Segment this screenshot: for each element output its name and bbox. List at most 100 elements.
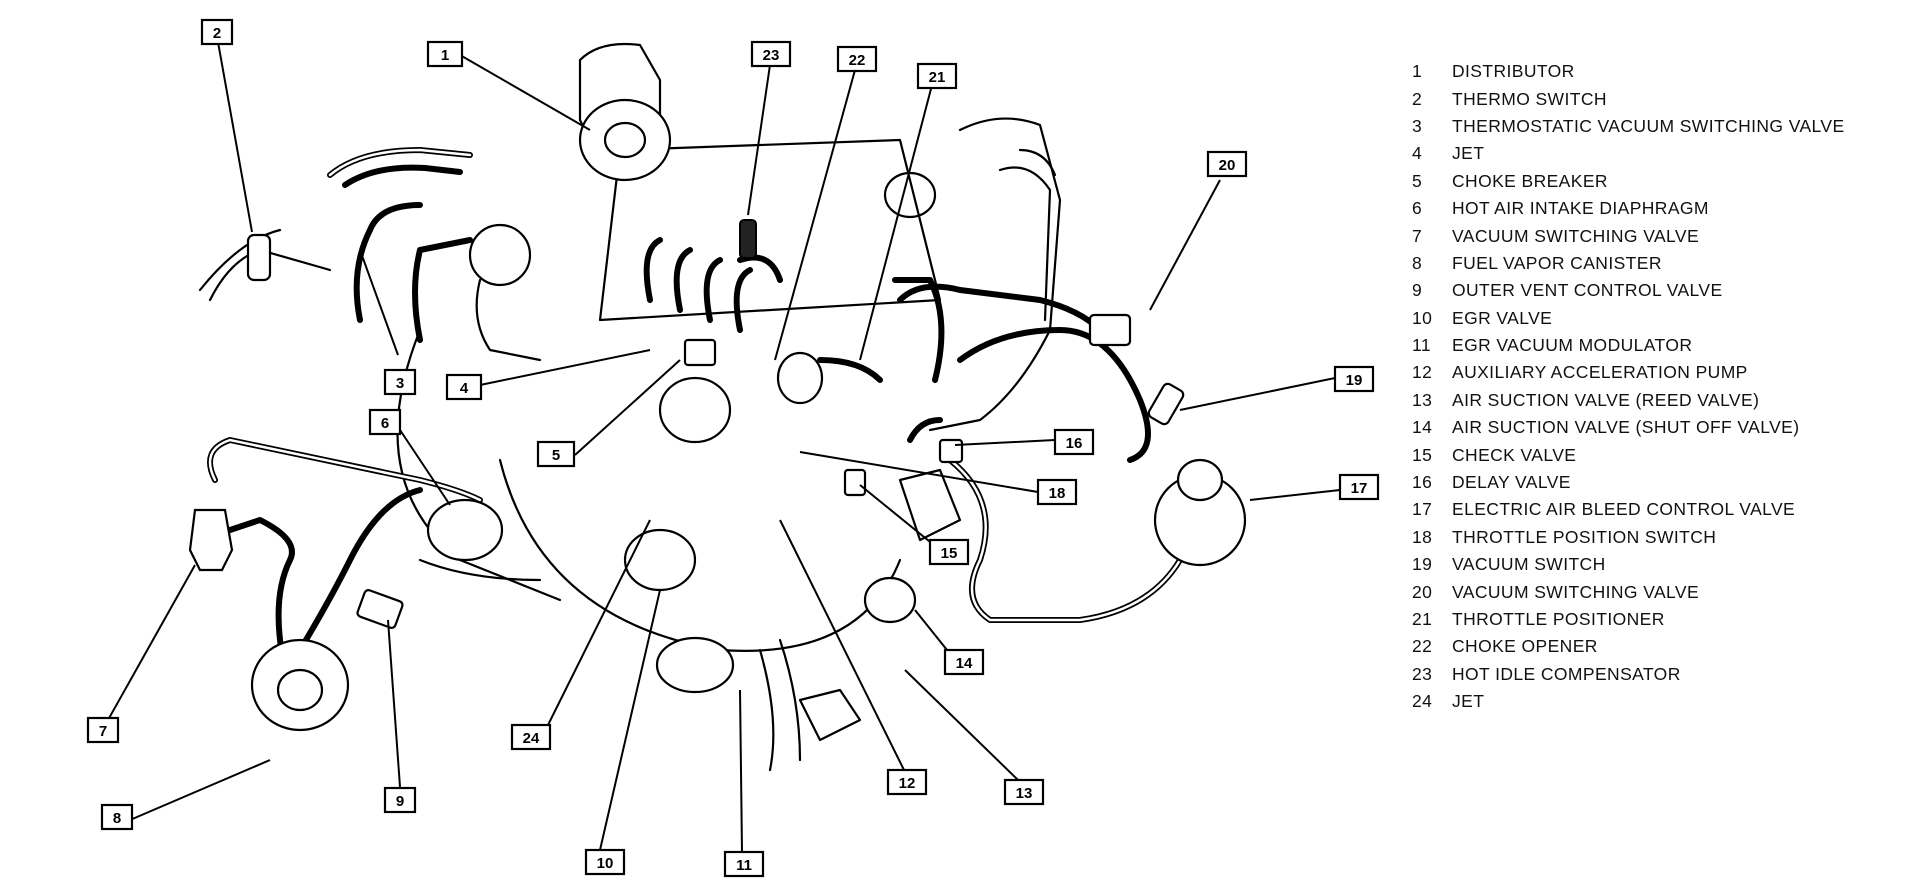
legend-number: 19 — [1412, 554, 1433, 575]
callout-20-label: 20 — [1219, 157, 1236, 174]
legend-label: JET — [1452, 143, 1485, 164]
egr-vacuum-modulator-shape — [655, 636, 735, 694]
callout-23: 23 — [750, 40, 792, 68]
callout-23-label: 23 — [763, 47, 780, 64]
legend-label: DELAY VALVE — [1452, 472, 1571, 493]
callout-24-label: 24 — [523, 730, 540, 747]
canister-inner-shape — [276, 668, 324, 712]
outer-vent-control-valve-shape — [356, 589, 404, 629]
legend-number: 6 — [1412, 198, 1423, 219]
legend-number: 5 — [1412, 170, 1423, 191]
callout-5-label: 5 — [552, 447, 560, 464]
callout-12-label: 12 — [899, 775, 916, 792]
legend-label: THROTTLE POSITION SWITCH — [1452, 526, 1717, 547]
legend-item: 14 AIR SUCTION VALVE (SHUT OFF VALVE) — [1412, 414, 1922, 441]
legend-label: CHOKE BREAKER — [1452, 170, 1608, 191]
legend-number: 16 — [1412, 472, 1433, 493]
legend-number: 22 — [1412, 636, 1433, 657]
callout-8: 8 — [100, 803, 134, 831]
callout-22: 22 — [836, 45, 878, 73]
legend-label: OUTER VENT CONTROL VALVE — [1452, 280, 1723, 301]
legend-label: AIR SUCTION VALVE (SHUT OFF VALVE) — [1452, 417, 1800, 438]
callout-1: 1 — [426, 40, 464, 68]
callout-5: 5 — [536, 440, 576, 468]
vacuum-switching-valve-20-shape — [1088, 313, 1132, 347]
egr-valve-shape — [623, 528, 697, 592]
callout-21: 21 — [916, 62, 958, 90]
legend-label: AUXILIARY ACCELERATION PUMP — [1452, 362, 1748, 383]
callout-3-label: 3 — [396, 375, 404, 392]
callout-11-label: 11 — [736, 857, 752, 874]
legend-number: 17 — [1412, 499, 1433, 520]
legend-label: DISTRIBUTOR — [1452, 61, 1575, 82]
legend-label: THERMOSTATIC VACUUM SWITCHING VALVE — [1452, 115, 1845, 136]
legend-number: 21 — [1412, 609, 1433, 629]
legend-item: 24 JET — [1412, 688, 1922, 715]
legend-number: 15 — [1412, 444, 1433, 465]
air-suction-valve-14-shape — [863, 576, 917, 624]
legend-item: 17 ELECTRIC AIR BLEED CONTROL VALVE — [1412, 496, 1922, 523]
legend-number: 8 — [1412, 252, 1423, 273]
legend-item: 8 FUEL VAPOR CANISTER — [1412, 250, 1922, 277]
callout-2-label: 2 — [213, 25, 221, 42]
callout-6-label: 6 — [381, 415, 389, 432]
legend-item: 15 CHECK VALVE — [1412, 441, 1922, 468]
legend-number: 3 — [1412, 115, 1423, 136]
callout-16-label: 16 — [1066, 435, 1083, 452]
legend-item: 5 CHOKE BREAKER — [1412, 168, 1922, 195]
callout-10: 10 — [584, 848, 626, 876]
thermo-switch-shape — [246, 233, 272, 282]
carburetor-top-shape — [658, 376, 732, 444]
callout-22-label: 22 — [849, 52, 866, 69]
legend-item: 19 VACUUM SWITCH — [1412, 551, 1922, 578]
legend-number: 1 — [1412, 61, 1423, 82]
callout-9-label: 9 — [396, 793, 404, 810]
legend-number: 24 — [1412, 691, 1433, 712]
legend-label: THROTTLE POSITIONER — [1452, 609, 1665, 629]
callout-15-label: 15 — [941, 545, 958, 562]
callout-18: 18 — [1036, 478, 1078, 506]
legend-number: 23 — [1412, 663, 1433, 684]
callout-18-label: 18 — [1049, 485, 1066, 502]
legend-label: THERMO SWITCH — [1452, 88, 1607, 109]
callout-17-label: 17 — [1351, 480, 1368, 497]
legend-item: 4 JET — [1412, 140, 1922, 167]
callout-2: 2 — [200, 18, 234, 46]
legend-label: JET — [1452, 691, 1485, 712]
legend-label: FUEL VAPOR CANISTER — [1452, 252, 1662, 273]
legend-number: 4 — [1412, 143, 1423, 164]
callout-9: 9 — [383, 786, 417, 814]
callout-11: 11 — [723, 850, 765, 878]
callout-21-label: 21 — [929, 69, 946, 86]
callout-20: 20 — [1206, 150, 1248, 178]
callout-10-label: 10 — [597, 855, 614, 872]
legend-number: 11 — [1412, 335, 1431, 356]
legend-label: VACUUM SWITCH — [1452, 554, 1606, 575]
choke-breaker-shape — [683, 338, 717, 367]
callout-7-label: 7 — [99, 723, 107, 740]
legend-label: CHECK VALVE — [1452, 444, 1577, 465]
callout-12: 12 — [886, 768, 928, 796]
vacuum-switching-valve-7-shape — [188, 508, 234, 572]
electric-air-bleed-cap-shape — [1176, 458, 1224, 502]
legend-number: 14 — [1412, 417, 1433, 438]
legend-label: ELECTRIC AIR BLEED CONTROL VALVE — [1452, 499, 1796, 520]
callout-7: 7 — [86, 716, 120, 744]
vacuum-switch-shape — [1147, 382, 1185, 426]
callout-19-label: 19 — [1346, 372, 1363, 389]
legend-number: 7 — [1412, 225, 1423, 246]
legend-label: VACUUM SWITCHING VALVE — [1452, 581, 1700, 602]
callout-17: 17 — [1338, 473, 1380, 501]
callout-1-label: 1 — [441, 47, 449, 64]
legend-label: AIR SUCTION VALVE (REED VALVE) — [1452, 389, 1760, 410]
legend-item: 3 THERMOSTATIC VACUUM SWITCHING VALVE — [1412, 113, 1922, 140]
